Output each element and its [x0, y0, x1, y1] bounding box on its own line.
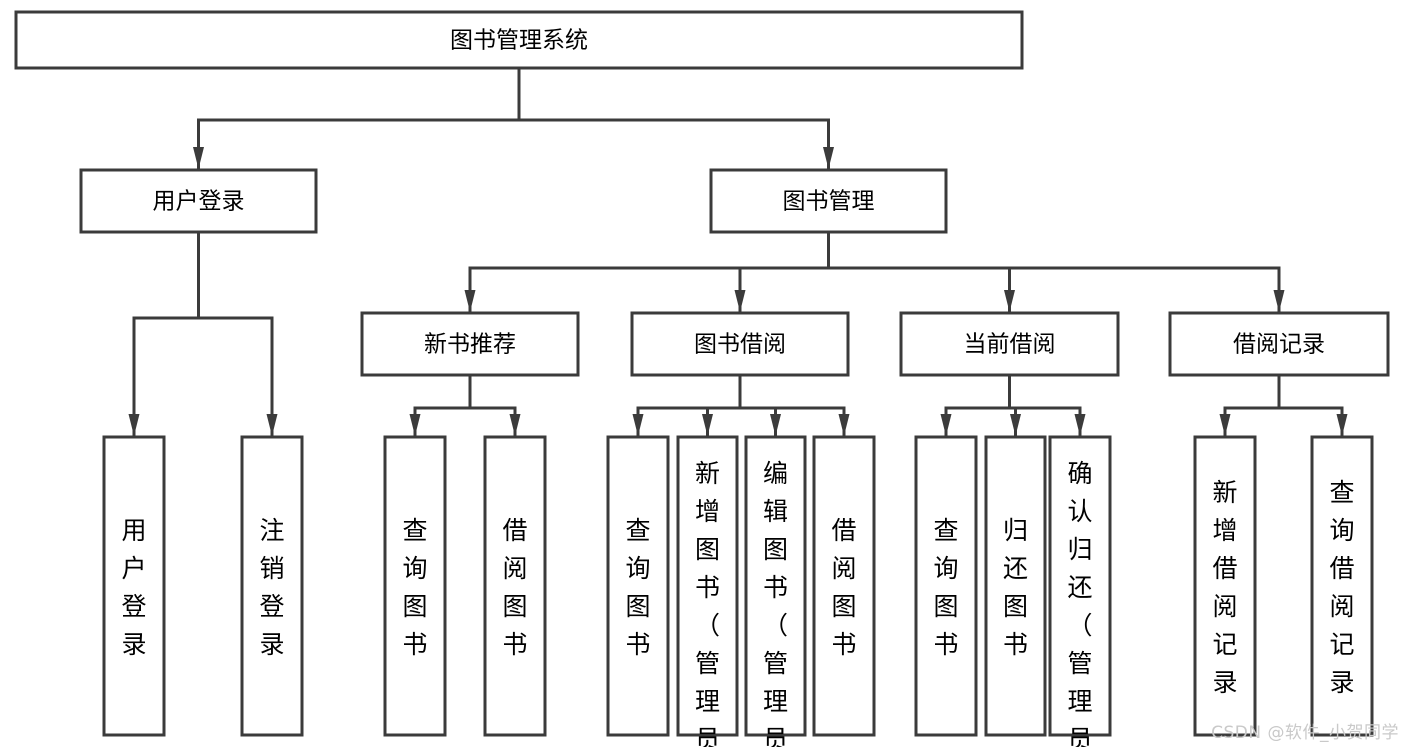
node-leaf-nb-query[interactable]: 查询图书: [383, 435, 447, 737]
node-label-vertical: 确认归还（管理员）: [1067, 459, 1092, 747]
connector-group-newbook: [409, 373, 521, 437]
node-leaf-bo-borrow[interactable]: 借阅图书: [812, 435, 876, 737]
node-box: [1193, 435, 1257, 737]
node-box: [984, 435, 1047, 737]
node-box: [1168, 311, 1390, 377]
node-label: 当前借阅: [964, 332, 1056, 358]
node-label: 新书推荐: [424, 332, 516, 358]
node-leaf-cu-return[interactable]: 归还图书: [984, 435, 1047, 737]
connector-group-login: [128, 230, 278, 437]
node-leaf-re-query[interactable]: 查询借阅记录: [1310, 435, 1374, 737]
arrow-head-icon: [734, 290, 746, 312]
node-label-vertical: 编辑图书（管理员）: [763, 459, 788, 747]
node-label-vertical: 新增图书（管理员）: [695, 459, 720, 747]
node-box: [744, 435, 807, 737]
node-label-vertical: 查询图书: [402, 516, 427, 659]
node-box: [606, 435, 670, 737]
connector-group-records: [1219, 373, 1348, 437]
node-leaf-cu-confirm[interactable]: 确认归还（管理员）: [1048, 435, 1112, 747]
node-current[interactable]: 当前借阅: [899, 311, 1120, 377]
connector-group-borrow: [632, 373, 850, 437]
arrow-head-icon: [838, 414, 850, 436]
arrow-head-icon: [770, 414, 781, 436]
node-label: 借阅记录: [1233, 332, 1325, 358]
node-leaf-user-login[interactable]: 用户登录: [102, 435, 166, 737]
node-label: 图书管理: [783, 189, 875, 215]
node-label-vertical: 注销登录: [259, 516, 284, 659]
node-label-vertical: 新增借阅记录: [1212, 478, 1237, 697]
node-leaf-user-logout[interactable]: 注销登录: [240, 435, 304, 737]
arrow-head-icon: [128, 414, 140, 436]
node-box: [914, 435, 978, 737]
arrow-head-icon: [702, 414, 713, 436]
node-leaf-re-add[interactable]: 新增借阅记录: [1193, 435, 1257, 737]
connector-layer: [128, 66, 1348, 437]
node-label-vertical: 借阅图书: [502, 516, 527, 659]
arrow-head-icon: [509, 414, 521, 436]
node-login[interactable]: 用户登录: [79, 168, 318, 234]
node-label-vertical: 归还图书: [1003, 516, 1028, 659]
node-box: [812, 435, 876, 737]
node-label-vertical: 用户登录: [121, 516, 146, 659]
arrow-head-icon: [1004, 290, 1015, 312]
arrow-head-icon: [940, 414, 952, 436]
arrow-head-icon: [823, 147, 834, 169]
node-root[interactable]: 图书管理系统: [14, 10, 1024, 70]
node-box: [630, 311, 850, 377]
node-box: [383, 435, 447, 737]
node-records[interactable]: 借阅记录: [1168, 311, 1390, 377]
connector-group-bookmgmt: [464, 230, 1285, 313]
node-borrow[interactable]: 图书借阅: [630, 311, 850, 377]
arrow-head-icon: [1273, 290, 1285, 312]
node-box: [14, 10, 1024, 70]
connector-group-current: [940, 373, 1086, 437]
arrow-head-icon: [1010, 414, 1021, 436]
arrow-head-icon: [1336, 414, 1348, 436]
node-label-vertical: 查询借阅记录: [1329, 478, 1354, 697]
node-box: [1048, 435, 1112, 737]
node-box: [676, 435, 739, 737]
arrow-head-icon: [632, 414, 644, 436]
node-leaf-cu-query[interactable]: 查询图书: [914, 435, 978, 737]
arrow-head-icon: [1074, 414, 1086, 436]
node-box: [79, 168, 318, 234]
node-box: [360, 311, 580, 377]
node-label-vertical: 借阅图书: [831, 516, 856, 659]
arrow-head-icon: [409, 414, 421, 436]
node-label: 图书借阅: [694, 332, 786, 358]
node-label-vertical: 查询图书: [625, 516, 650, 659]
node-box: [483, 435, 547, 737]
node-leaf-bo-add[interactable]: 新增图书（管理员）: [676, 435, 739, 747]
connector-group-root: [193, 66, 834, 170]
arrow-head-icon: [1219, 414, 1231, 436]
node-layer: 图书管理系统用户登录图书管理新书推荐图书借阅当前借阅借阅记录用户登录注销登录查询…: [14, 10, 1390, 747]
node-box: [709, 168, 948, 234]
node-leaf-nb-borrow[interactable]: 借阅图书: [483, 435, 547, 737]
node-bookmgmt[interactable]: 图书管理: [709, 168, 948, 234]
node-label: 用户登录: [153, 189, 245, 215]
node-leaf-bo-edit[interactable]: 编辑图书（管理员）: [744, 435, 807, 747]
node-box: [240, 435, 304, 737]
arrow-head-icon: [193, 147, 204, 169]
node-leaf-bo-query[interactable]: 查询图书: [606, 435, 670, 737]
node-box: [899, 311, 1120, 377]
node-box: [102, 435, 166, 737]
node-label-vertical: 查询图书: [933, 516, 958, 659]
node-label: 图书管理系统: [450, 28, 588, 54]
arrow-head-icon: [266, 414, 278, 436]
node-box: [1310, 435, 1374, 737]
node-newbook[interactable]: 新书推荐: [360, 311, 580, 377]
arrow-head-icon: [464, 290, 476, 312]
